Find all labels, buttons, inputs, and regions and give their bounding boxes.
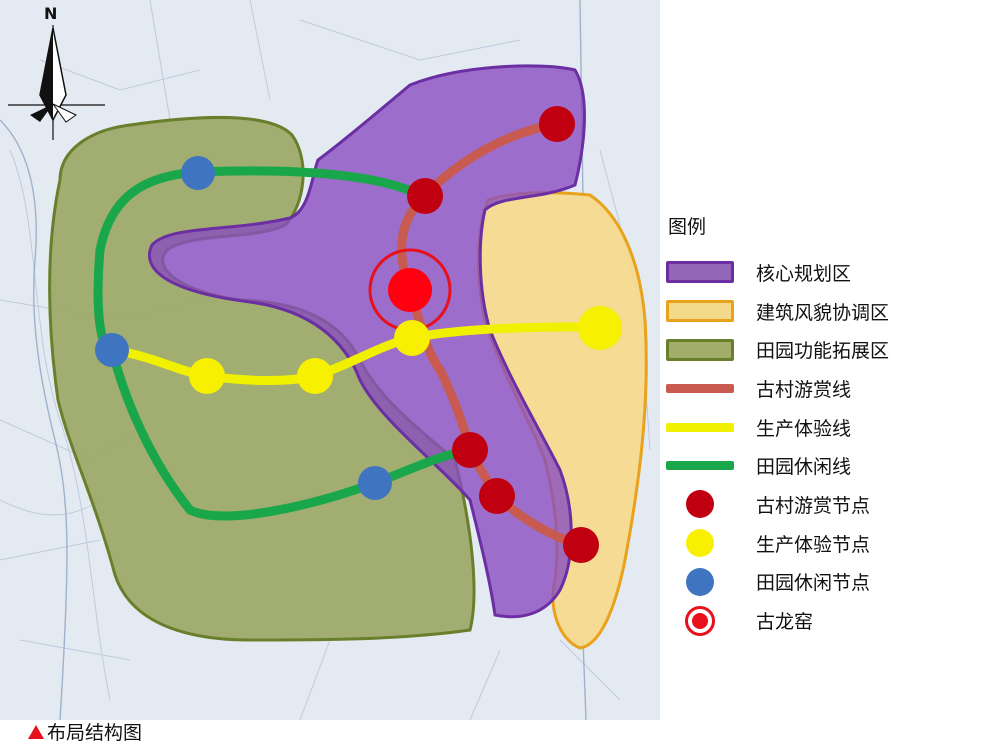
north-label: N xyxy=(44,4,58,23)
dot-swatch xyxy=(686,490,714,519)
legend-label: 古龙窑 xyxy=(756,611,814,634)
village-node xyxy=(563,527,599,563)
legend-swatch-node-village xyxy=(664,490,736,519)
map-legend: 图例 核心规划区建筑风貌协调区田园功能拓展区古村游赏线生产体验线田园休闲线古村游… xyxy=(664,212,994,640)
leisure-node xyxy=(181,156,215,190)
legend-swatch-core xyxy=(664,259,736,285)
village-node xyxy=(407,178,443,214)
legend-item-route-leisure: 田园休闲线 xyxy=(664,446,994,485)
legend-label: 生产体验节点 xyxy=(756,533,871,556)
production-node xyxy=(578,306,622,350)
dot-swatch xyxy=(686,567,714,596)
line-swatch xyxy=(666,461,734,471)
legend-swatch-field xyxy=(664,337,736,363)
legend-item-buffer: 建筑风貌协调区 xyxy=(664,292,994,331)
legend-label: 生产体验线 xyxy=(756,417,852,440)
legend-item-route-village: 古村游赏线 xyxy=(664,369,994,408)
village-node xyxy=(452,432,488,468)
map-canvas xyxy=(0,0,660,720)
legend-list: 核心规划区建筑风貌协调区田园功能拓展区古村游赏线生产体验线田园休闲线古村游赏节点… xyxy=(664,253,994,640)
legend-swatch-route-leisure xyxy=(664,453,736,479)
legend-label: 田园功能拓展区 xyxy=(756,340,890,363)
legend-item-node-production: 生产体验节点 xyxy=(664,524,994,563)
area-swatch xyxy=(666,338,734,361)
production-node xyxy=(394,320,430,356)
legend-swatch-route-production xyxy=(664,414,736,440)
legend-label: 古村游赏线 xyxy=(756,378,852,401)
ring-swatch xyxy=(685,605,715,636)
core-planning-zone xyxy=(147,64,586,619)
legend-label: 建筑风貌协调区 xyxy=(756,301,890,324)
legend-swatch-kiln xyxy=(664,605,736,636)
legend-item-node-village: 古村游赏节点 xyxy=(664,485,994,524)
figure-caption: 布局结构图 xyxy=(28,718,142,745)
layout-map: N xyxy=(0,0,660,720)
ring-swatch-core xyxy=(692,612,708,629)
legend-item-core: 核心规划区 xyxy=(664,253,994,292)
line-swatch xyxy=(666,422,734,432)
legend-title: 图例 xyxy=(668,216,707,238)
legend-label: 古村游赏节点 xyxy=(756,494,871,517)
village-node xyxy=(539,106,575,142)
legend-item-field: 田园功能拓展区 xyxy=(664,330,994,369)
leisure-node xyxy=(95,333,129,367)
village-node xyxy=(479,478,515,514)
legend-label: 田园休闲线 xyxy=(756,456,852,479)
legend-item-node-leisure: 田园休闲节点 xyxy=(664,563,994,602)
area-swatch xyxy=(666,261,734,284)
north-arrow-icon xyxy=(8,25,105,140)
legend-swatch-buffer xyxy=(664,298,736,324)
red-triangle-icon xyxy=(28,724,44,739)
line-swatch xyxy=(666,383,734,393)
legend-item-route-production: 生产体验线 xyxy=(664,408,994,447)
legend-item-kiln: 古龙窑 xyxy=(664,601,994,640)
legend-label: 田园休闲节点 xyxy=(756,572,871,595)
production-node xyxy=(297,358,333,394)
legend-swatch-node-leisure xyxy=(664,567,736,596)
production-node xyxy=(189,358,225,394)
leisure-node xyxy=(358,466,392,500)
legend-swatch-route-village xyxy=(664,375,736,401)
area-swatch xyxy=(666,300,734,323)
legend-label: 核心规划区 xyxy=(756,262,852,285)
legend-swatch-node-production xyxy=(664,529,736,558)
caption-text: 布局结构图 xyxy=(47,722,143,744)
dot-swatch xyxy=(686,529,714,558)
